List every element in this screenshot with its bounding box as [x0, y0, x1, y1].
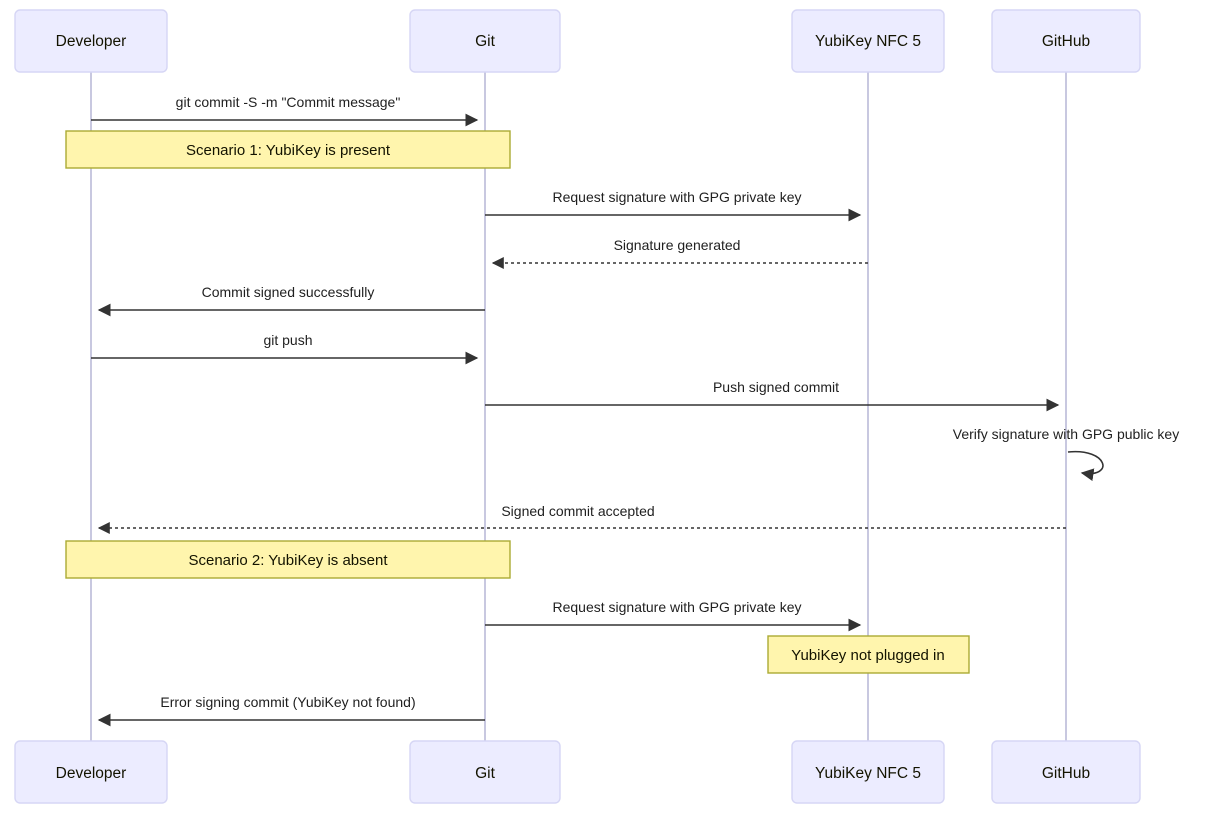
lifelines: [90, 72, 1067, 741]
actor-developer-bottom[interactable]: Developer: [14, 740, 168, 804]
actor-box[interactable]: [409, 9, 561, 73]
actor-box[interactable]: [409, 740, 561, 804]
actor-github-bottom[interactable]: GitHub: [991, 740, 1141, 804]
message-git-commit: git commit -S -m "Commit message": [91, 94, 479, 127]
message-label: Request signature with GPG private key: [552, 599, 801, 615]
message-label: git commit -S -m "Commit message": [176, 94, 401, 110]
actor-label-developer: Developer: [56, 765, 127, 782]
actor-box[interactable]: [791, 9, 945, 73]
note-box: [767, 635, 970, 674]
note-scenario-1: Scenario 1: YubiKey is present: [65, 130, 511, 169]
message-label: Commit signed successfully: [202, 284, 375, 300]
actor-label-github: GitHub: [1042, 33, 1090, 50]
message-signed-commit-accepted: Signed commit accepted: [97, 503, 1066, 534]
actor-box[interactable]: [14, 740, 168, 804]
message-label: Signed commit accepted: [501, 503, 654, 519]
actor-box[interactable]: [14, 9, 168, 73]
message-push-signed-commit: Push signed commit: [485, 379, 1060, 412]
message-label: Error signing commit (YubiKey not found): [160, 694, 415, 710]
actor-developer-top[interactable]: Developer: [14, 9, 168, 73]
note-box: [65, 540, 511, 579]
message-request-signature-2: Request signature with GPG private key: [485, 599, 862, 632]
message-git-push: git push: [91, 332, 479, 365]
actor-box[interactable]: [791, 740, 945, 804]
actor-label-git: Git: [475, 765, 496, 782]
note-label: YubiKey not plugged in: [791, 647, 944, 664]
message-label: git push: [263, 332, 312, 348]
actor-github-top[interactable]: GitHub: [991, 9, 1141, 73]
message-label: Request signature with GPG private key: [552, 189, 801, 205]
actor-yubikey-bottom[interactable]: YubiKey NFC 5: [791, 740, 945, 804]
actor-git-bottom[interactable]: Git: [409, 740, 561, 804]
actor-yubikey-top[interactable]: YubiKey NFC 5: [791, 9, 945, 73]
message-label: Push signed commit: [713, 379, 839, 395]
actor-git-top[interactable]: Git: [409, 9, 561, 73]
note-label: Scenario 1: YubiKey is present: [186, 142, 391, 159]
actor-boxes-top: Developer Git YubiKey NFC 5 GitHub: [14, 9, 1141, 73]
note-scenario-2: Scenario 2: YubiKey is absent: [65, 540, 511, 579]
message-request-signature-1: Request signature with GPG private key: [485, 189, 862, 222]
actor-boxes-bottom: Developer Git YubiKey NFC 5 GitHub: [14, 740, 1141, 804]
self-loop-arrow: [1067, 450, 1104, 482]
note-yubikey-not-plugged-in: YubiKey not plugged in: [767, 635, 970, 674]
actor-box[interactable]: [991, 740, 1141, 804]
message-signature-generated: Signature generated: [491, 237, 868, 269]
actor-label-developer: Developer: [56, 33, 127, 50]
actor-box[interactable]: [991, 9, 1141, 73]
message-commit-signed: Commit signed successfully: [97, 284, 485, 317]
note-box: [65, 130, 511, 169]
actor-label-yubikey: YubiKey NFC 5: [815, 33, 921, 50]
note-label: Scenario 2: YubiKey is absent: [188, 552, 388, 569]
message-label: Signature generated: [614, 237, 741, 253]
actor-label-github: GitHub: [1042, 765, 1090, 782]
actor-label-git: Git: [475, 33, 496, 50]
actor-label-yubikey: YubiKey NFC 5: [815, 765, 921, 782]
message-verify-signature-self: Verify signature with GPG public key: [953, 426, 1179, 482]
message-label: Verify signature with GPG public key: [953, 426, 1179, 442]
message-error-signing-commit: Error signing commit (YubiKey not found): [97, 694, 485, 727]
